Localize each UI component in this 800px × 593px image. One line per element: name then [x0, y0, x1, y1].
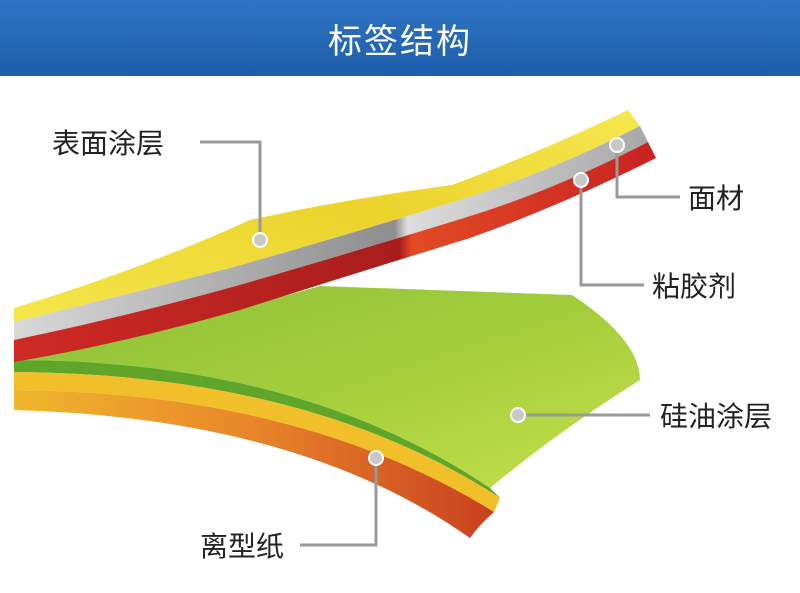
dot-silicone-coating [510, 407, 526, 423]
label-surface-coating: 表面涂层 [52, 127, 164, 160]
release-paper-edge [14, 390, 494, 538]
label-adhesive: 粘胶剂 [652, 270, 736, 303]
face-material-edge [14, 126, 648, 340]
label-face-material: 面材 [688, 182, 744, 215]
release-liner-sheet [14, 286, 640, 538]
dot-face-material [609, 137, 625, 153]
header-bar: 标签结构 [0, 0, 800, 76]
leader-surface-coating [200, 140, 262, 240]
dot-adhesive [573, 172, 589, 188]
dot-release-paper [368, 450, 384, 466]
page-title: 标签结构 [328, 21, 472, 62]
surface-coating-surface [14, 110, 640, 322]
leader-release-paper [300, 458, 378, 547]
leader-adhesive [579, 180, 644, 287]
leader-dots [252, 137, 625, 466]
leader-lines [200, 140, 680, 547]
layer-labels: 表面涂层 面材 粘胶剂 硅油涂层 离型纸 [52, 127, 772, 563]
silicone-coating-surface [14, 286, 640, 488]
adhesive-edge [14, 142, 656, 362]
face-stock-sheet [14, 110, 656, 362]
dot-surface-coating [252, 232, 268, 248]
release-paper-top-edge [14, 372, 500, 512]
leader-face-material [615, 145, 680, 199]
label-release-paper: 离型纸 [200, 530, 284, 563]
silicone-coating-edge [14, 360, 500, 498]
label-silicone-coating: 硅油涂层 [660, 400, 772, 433]
